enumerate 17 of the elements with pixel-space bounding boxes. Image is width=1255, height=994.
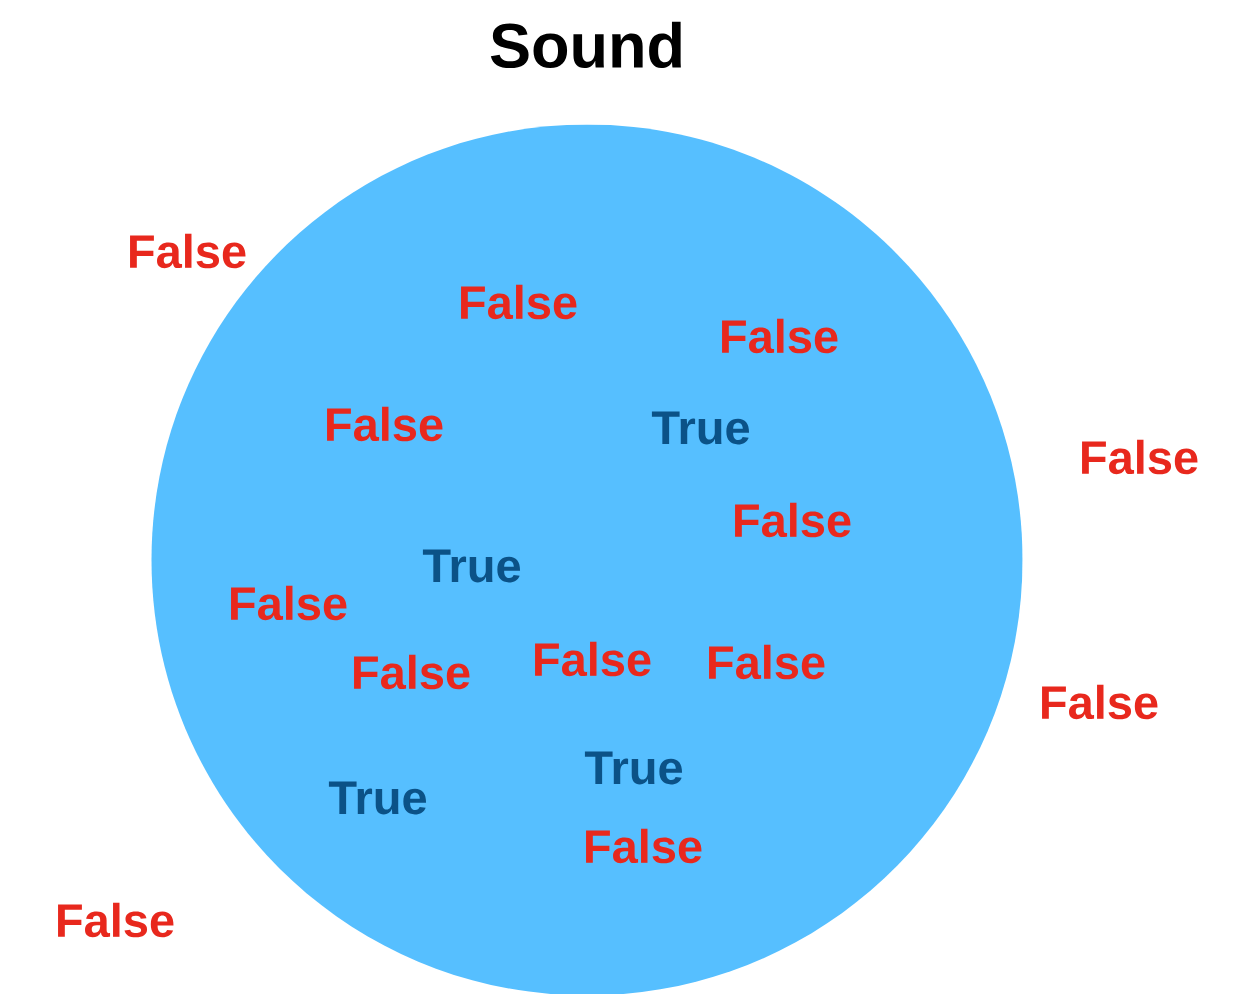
answer-word: False <box>722 318 838 354</box>
answer-word: False <box>709 644 825 680</box>
answer-word: True <box>651 411 750 445</box>
answer-word: False <box>327 406 443 442</box>
answer-word: False <box>1082 439 1198 475</box>
answer-word: False <box>130 233 246 269</box>
answer-word: False <box>231 585 347 621</box>
answer-word: True <box>422 549 521 583</box>
answer-word: True <box>328 781 427 815</box>
answer-word: False <box>461 284 577 320</box>
answer-word: True <box>584 751 683 785</box>
answer-word: False <box>535 641 651 677</box>
answer-word: False <box>586 828 702 864</box>
title: Sound <box>490 21 681 69</box>
answer-word: False <box>735 502 851 538</box>
answer-word: False <box>354 654 470 690</box>
answer-word: False <box>58 902 174 938</box>
